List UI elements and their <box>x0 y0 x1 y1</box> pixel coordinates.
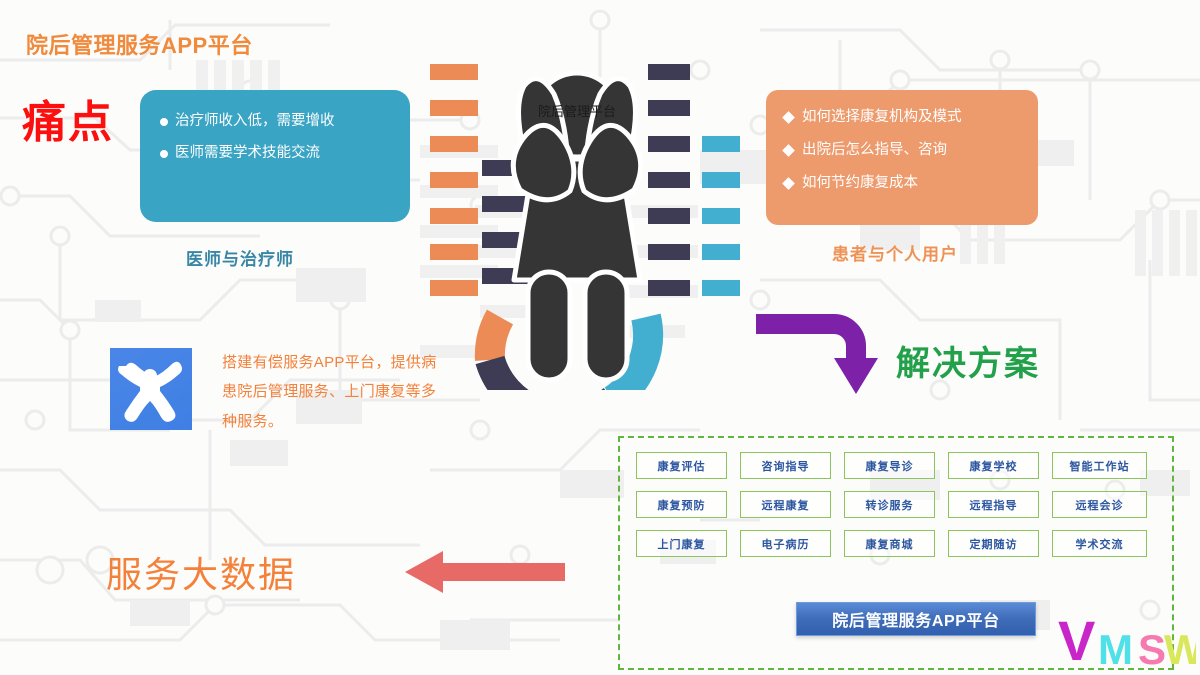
feature-button[interactable]: 定期随访 <box>948 530 1040 557</box>
feature-button[interactable]: 上门康复 <box>636 530 728 557</box>
feature-button[interactable]: 转诊服务 <box>844 491 936 518</box>
feature-button[interactable]: 远程康复 <box>740 491 832 518</box>
pain-card-patient: 如何选择康复机构及模式 出院后怎么指导、咨询 如何节约康复成本 <box>766 90 1038 225</box>
feature-row: 康复预防 远程康复 转诊服务 远程指导 远程会诊 <box>636 491 1160 518</box>
list-item: 如何选择康复机构及模式 <box>782 108 1022 126</box>
feature-button[interactable]: 康复评估 <box>636 452 728 479</box>
painpoint-heading: 痛点 <box>21 97 114 147</box>
bullet-dot-icon <box>160 150 168 159</box>
purple-elbow-arrow-icon <box>756 314 878 394</box>
watermark-logo: V M S W <box>1058 609 1196 673</box>
feature-button[interactable]: 康复导诊 <box>844 452 936 479</box>
svg-text:W: W <box>1164 626 1196 673</box>
feature-button[interactable]: 康复学校 <box>948 452 1040 479</box>
left-arrow-icon <box>405 551 565 593</box>
feature-button[interactable]: 远程会诊 <box>1052 491 1147 518</box>
solution-heading: 解决方案 <box>896 345 1040 383</box>
pain-card-clinician-caption: 医师与治疗师 <box>186 250 294 269</box>
app-icon[interactable] <box>110 348 192 430</box>
list-item: 如何节约康复成本 <box>782 174 1022 192</box>
pain-card-patient-caption: 患者与个人用户 <box>832 245 958 264</box>
person-glyph-icon <box>118 361 182 422</box>
feature-button[interactable]: 远程指导 <box>948 491 1040 518</box>
feature-button[interactable]: 智能工作站 <box>1052 452 1147 479</box>
list-item: 治疗师收入低，需要增收 <box>160 112 392 130</box>
distressed-person-illustration: 院后管理平台 <box>420 64 740 390</box>
bullet-text: 医师需要学术技能交流 <box>175 145 320 162</box>
bullet-diamond-icon <box>782 177 795 191</box>
feature-row: 康复评估 咨询指导 康复导诊 康复学校 智能工作站 <box>636 452 1160 479</box>
solution-feature-panel: 康复评估 咨询指导 康复导诊 康复学校 智能工作站 康复预防 远程康复 转诊服务… <box>618 436 1174 670</box>
svg-text:V: V <box>1058 609 1095 672</box>
list-item: 医师需要学术技能交流 <box>160 144 392 162</box>
bullet-dot-icon <box>160 118 168 126</box>
svg-text:S: S <box>1138 626 1166 673</box>
svg-text:院后管理平台: 院后管理平台 <box>538 104 616 119</box>
app-description: 搭建有偿服务APP平台，提供病患院后管理服务、上门康复等多种服务。 <box>222 354 437 430</box>
bullet-diamond-icon <box>782 111 795 124</box>
list-item: 出院后怎么指导、咨询 <box>782 141 1022 159</box>
feature-button[interactable]: 康复商城 <box>844 530 936 557</box>
feature-row: 上门康复 电子病历 康复商城 定期随访 学术交流 <box>636 530 1160 557</box>
feature-button[interactable]: 电子病历 <box>740 530 832 557</box>
pain-card-clinician: 治疗师收入低，需要增收 医师需要学术技能交流 <box>140 90 410 222</box>
bigdata-heading: 服务大数据 <box>106 554 297 595</box>
bullet-text: 如何节约康复成本 <box>802 175 918 192</box>
page-title: 院后管理服务APP平台 <box>26 33 253 58</box>
bullet-text: 治疗师收入低，需要增收 <box>175 113 335 129</box>
feature-button[interactable]: 学术交流 <box>1052 530 1147 557</box>
feature-button[interactable]: 咨询指导 <box>740 452 832 479</box>
feature-grid: 康复评估 咨询指导 康复导诊 康复学校 智能工作站 康复预防 远程康复 转诊服务… <box>636 452 1160 569</box>
bullet-text: 如何选择康复机构及模式 <box>802 109 962 125</box>
platform-banner: 院后管理服务APP平台 <box>796 602 1036 636</box>
bullet-text: 出院后怎么指导、咨询 <box>802 142 947 159</box>
svg-text:M: M <box>1098 626 1133 673</box>
feature-button[interactable]: 康复预防 <box>636 491 728 518</box>
bullet-diamond-icon <box>782 144 795 157</box>
